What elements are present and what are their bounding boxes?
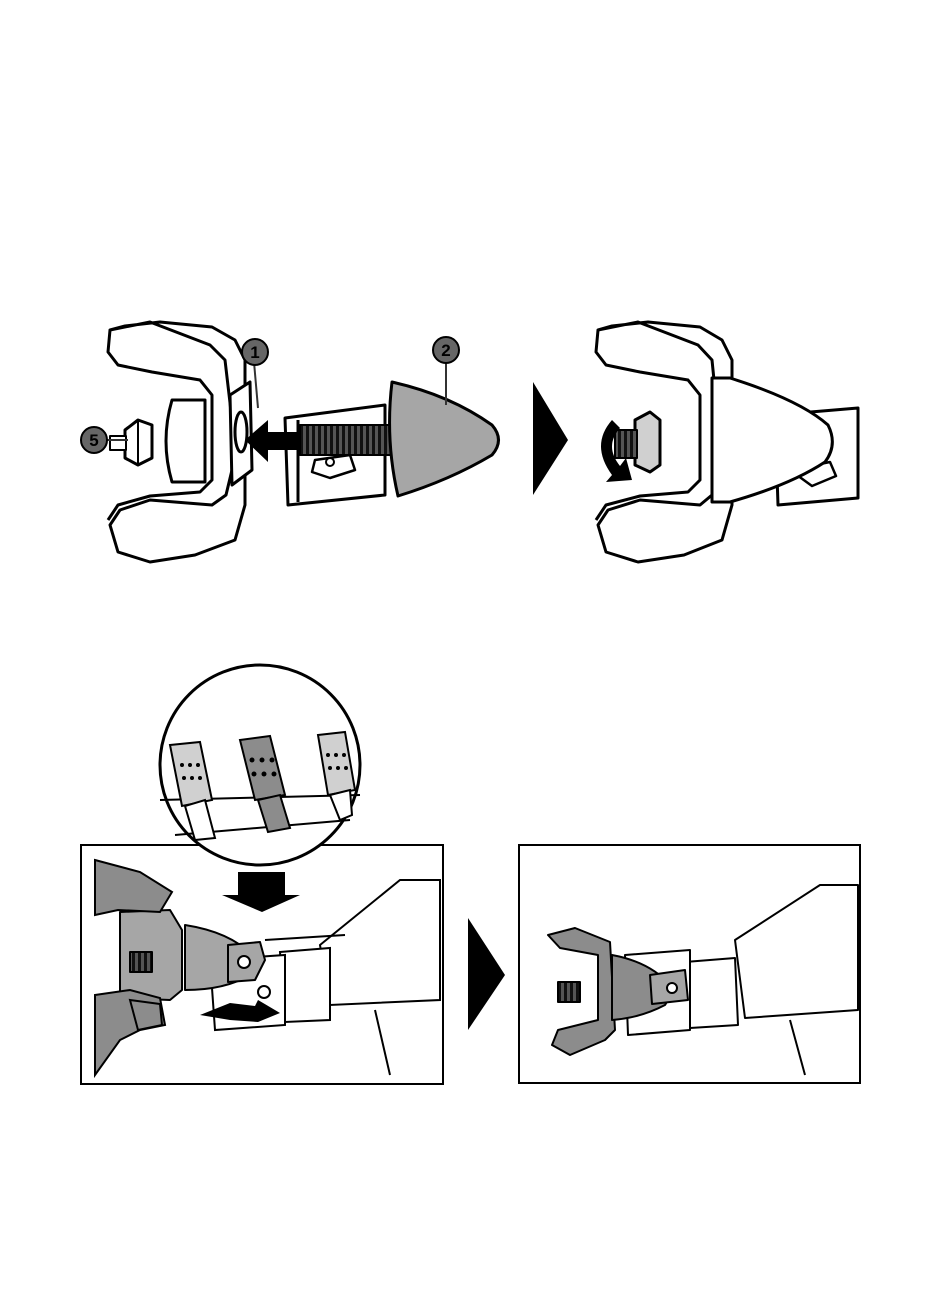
hex-nut-assembled (635, 412, 660, 472)
black-triangle-right-icon (533, 382, 568, 495)
cone-knob (390, 382, 499, 496)
callout-1-label: 1 (250, 343, 259, 362)
hex-nut (110, 420, 152, 465)
threaded-bolt (300, 425, 395, 455)
clamp-assembled-view (596, 322, 858, 562)
rubber-pad (166, 400, 205, 482)
callout-5-label: 5 (89, 431, 98, 450)
callout-2-label: 2 (441, 341, 450, 360)
black-triangle-right-icon (468, 918, 505, 1030)
pedals-magnifier (160, 665, 360, 865)
